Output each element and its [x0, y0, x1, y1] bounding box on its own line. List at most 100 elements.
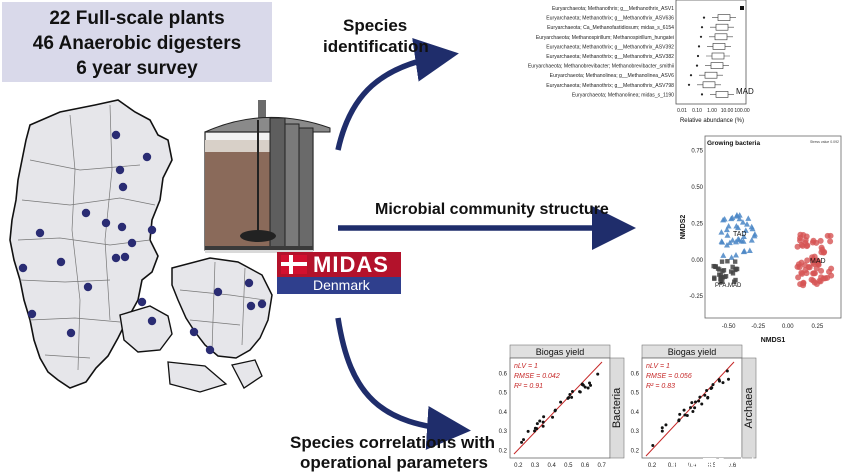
- nmds-point-pfa: [723, 274, 729, 279]
- nmds-point-pfa: [721, 268, 727, 273]
- scatter-point: [520, 440, 524, 444]
- nmds-point-mad: [818, 267, 825, 274]
- nmds-point-mad: [822, 275, 829, 282]
- nmds-point-mad: [795, 274, 802, 281]
- bacteria-stat-nlv: nLV = 1: [514, 363, 538, 370]
- scatter-point: [685, 413, 689, 417]
- scatter-point: [559, 400, 563, 404]
- scatter-bacteria: Biogas yield Bacteria nLV = 1 RMSE = 0.0…: [499, 344, 625, 469]
- nmds-point-tad: [718, 238, 725, 244]
- species-outlier: [700, 26, 704, 29]
- species-box: [702, 81, 716, 89]
- nmds-y-tick: -0.25: [689, 294, 703, 300]
- nmds-point-tad: [735, 235, 742, 242]
- falster-outline: [231, 359, 263, 389]
- label-operational: operational parameters: [300, 453, 489, 472]
- scatter-point: [533, 429, 537, 433]
- nmds-point-tad: [728, 215, 735, 222]
- nmds-title: Growing bacteria: [707, 140, 760, 147]
- nmds-point-pfa: [720, 279, 725, 284]
- scatter-y-tick: 0.3: [631, 429, 640, 435]
- nmds-point-tad: [735, 224, 742, 231]
- nmds-point-pfa: [730, 271, 736, 276]
- scatter-point: [660, 429, 664, 433]
- label-community-structure: Microbial community structure: [375, 201, 609, 218]
- nmds-point-tad: [740, 233, 747, 240]
- nmds-point-mad: [811, 261, 818, 268]
- nmds-point-tad: [732, 252, 739, 258]
- scatter-point: [711, 383, 715, 387]
- species-box: [704, 71, 718, 79]
- scatter-point: [678, 412, 682, 416]
- nmds-point-tad: [723, 242, 730, 248]
- scatter-x-tick: 0.5: [564, 463, 573, 469]
- scatter-point: [725, 369, 729, 373]
- species-abundance-chart: Euryarchaeota; Methanothrix; g__Methanot…: [528, 0, 754, 124]
- scatter-point: [570, 395, 574, 399]
- species-row-label: Euryarchaeota; Methanospirillum; Methano…: [536, 35, 674, 41]
- arrow-to-correlations: [335, 317, 471, 450]
- nmds-y-tick: 0.75: [691, 149, 703, 155]
- nmds-x-tick: 0.00: [782, 324, 794, 330]
- nmds-point-mad: [797, 231, 804, 238]
- nmds-point-tad: [739, 219, 746, 225]
- nmds-point-tad: [732, 238, 739, 245]
- nmds-stress: Stress value 0.092: [810, 140, 839, 144]
- scatter-y-tick: 0.5: [631, 391, 640, 397]
- nmds-point-tad: [718, 229, 725, 235]
- nmds-point-mad: [794, 243, 801, 250]
- species-outlier: [697, 45, 701, 48]
- species-tick-label: 0.01: [677, 108, 687, 114]
- scatter-archaea: Biogas yield Archaea nLV = 1 RMSE = 0.05…: [631, 344, 757, 469]
- species-outlier: [687, 83, 691, 86]
- species-box: [715, 91, 729, 98]
- plant-dots: [18, 130, 267, 355]
- species-row-label: Euryarchaeota; Methanolinea; g__Methanol…: [550, 73, 674, 79]
- nmds-point-tad: [742, 227, 749, 233]
- scatter-point: [541, 420, 545, 424]
- scatter-y-tick: 0.5: [499, 391, 508, 397]
- scatter-point: [589, 383, 593, 387]
- digester-illustration: [204, 100, 331, 253]
- scatter-point: [578, 390, 582, 394]
- species-row-label: Euryarchaeota; Methanothrix; g__Methanot…: [546, 44, 674, 50]
- species-box: [711, 52, 725, 60]
- zealand-outline: [171, 257, 273, 359]
- nmds-point-pfa: [718, 272, 723, 278]
- scatter-x-tick: 0.6: [581, 463, 590, 469]
- cluster-label-tad: TAD: [733, 231, 746, 238]
- scatter-point: [538, 419, 542, 423]
- archaea-side-label: Archaea: [743, 387, 755, 429]
- scatter-point: [541, 424, 545, 428]
- scatter-point: [677, 419, 681, 423]
- nmds-point-tad: [733, 212, 740, 218]
- species-xlabel: Relative abundance (%): [680, 118, 744, 124]
- nmds-point-tad: [721, 216, 728, 222]
- label-species: Species: [343, 16, 408, 35]
- nmds-point-mad: [804, 257, 811, 264]
- nmds-point-tad: [746, 247, 753, 254]
- nmds-point-mad: [824, 232, 831, 239]
- scatter-x-tick: 0.5: [708, 463, 717, 469]
- nmds-point-tad: [724, 232, 731, 238]
- bacteria-plot-title: Biogas yield: [536, 347, 585, 357]
- scatter-x-tick: 0.3: [668, 463, 677, 469]
- scatter-point: [703, 393, 707, 397]
- nmds-plot-panel: [704, 135, 842, 319]
- scatter-point: [717, 378, 721, 382]
- bacteria-side-label: Bacteria: [611, 387, 623, 428]
- label-correlations: Species correlations with: [290, 433, 496, 452]
- scatter-point: [588, 381, 592, 385]
- arrow-to-species: [335, 38, 459, 151]
- nmds-point-tad: [728, 254, 735, 260]
- scatter-point: [697, 399, 701, 403]
- cluster-label-pfa: PFA.MAD: [715, 283, 742, 289]
- nmds-point-tad: [741, 247, 748, 254]
- scatter-x-tick: 0.2: [514, 463, 523, 469]
- species-tick-label: 100.00: [734, 108, 750, 114]
- species-row-label: Euryarchaeota; Methanobrevibacter; Metha…: [528, 64, 674, 70]
- scatter-point: [570, 390, 574, 394]
- scatter-point: [691, 409, 695, 413]
- species-row-label: Euryarchaeota; Methanothrix; g__Methanot…: [546, 16, 674, 22]
